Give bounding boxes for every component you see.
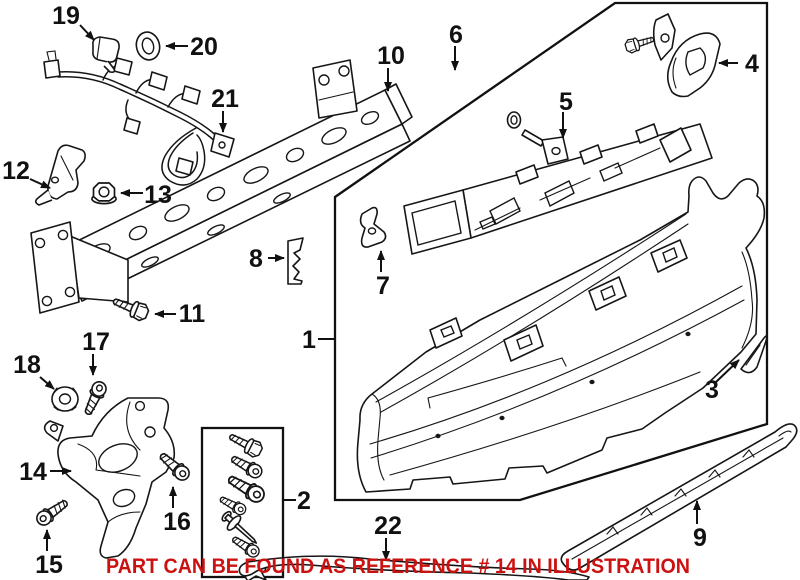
corner-trim-3-drawing <box>740 335 768 374</box>
callout-7: 7 <box>376 272 390 300</box>
retainer-clip-drawing <box>287 237 304 285</box>
callout-10: 10 <box>377 42 405 70</box>
bracket-7-drawing <box>359 206 387 248</box>
callout-3: 3 <box>705 376 719 404</box>
callout-5: 5 <box>559 88 573 116</box>
callout-13: 13 <box>144 181 172 209</box>
callout-labels: 1 2 3 4 5 6 7 8 9 10 11 12 13 14 15 16 1… <box>2 2 759 579</box>
callout-14: 14 <box>19 458 47 486</box>
flange-nut-13-drawing <box>91 182 117 205</box>
impact-bar-drawing <box>30 59 413 314</box>
bumper-cover-drawing <box>356 176 766 493</box>
wiring-harness-drawing <box>43 50 235 186</box>
leader-lines <box>29 24 740 561</box>
callout-22: 22 <box>374 512 402 540</box>
callout-16: 16 <box>163 508 191 536</box>
callout-20: 20 <box>190 33 218 61</box>
reference-note-text: PART CAN BE FOUND AS REFERENCE # 14 IN I… <box>106 554 690 578</box>
group-box-fastener-kit <box>200 426 285 579</box>
callout-19: 19 <box>52 2 80 30</box>
side-bracket-drawing <box>34 144 86 206</box>
callout-12: 12 <box>2 157 30 185</box>
lower-valance-strip-drawing <box>560 423 798 571</box>
screw-15-drawing <box>33 495 72 529</box>
bumper-reinforcement-rail-drawing <box>403 123 713 255</box>
cap-nut-18-drawing <box>51 386 79 412</box>
callout-15: 15 <box>35 551 63 579</box>
lower-trim-strip-drawing <box>238 555 590 580</box>
callout-1: 1 <box>302 326 316 354</box>
callout-21: 21 <box>211 85 239 113</box>
side-support-4-drawing <box>623 13 721 98</box>
callout-6: 6 <box>449 21 463 49</box>
parking-sensor-drawing <box>92 36 120 73</box>
group-box-bumper-assembly <box>333 1 769 502</box>
callout-4: 4 <box>745 50 759 78</box>
sensor-grommet-drawing <box>135 31 161 61</box>
callout-2: 2 <box>297 487 311 515</box>
callout-17: 17 <box>82 328 110 356</box>
mounting-bracket-14-drawing <box>43 397 176 559</box>
guide-pin-5-drawing <box>506 111 569 165</box>
callout-8: 8 <box>249 245 263 273</box>
screw-17-drawing <box>80 378 110 418</box>
callout-9: 9 <box>693 524 707 552</box>
callout-18: 18 <box>13 351 41 379</box>
callout-11: 11 <box>179 300 206 328</box>
